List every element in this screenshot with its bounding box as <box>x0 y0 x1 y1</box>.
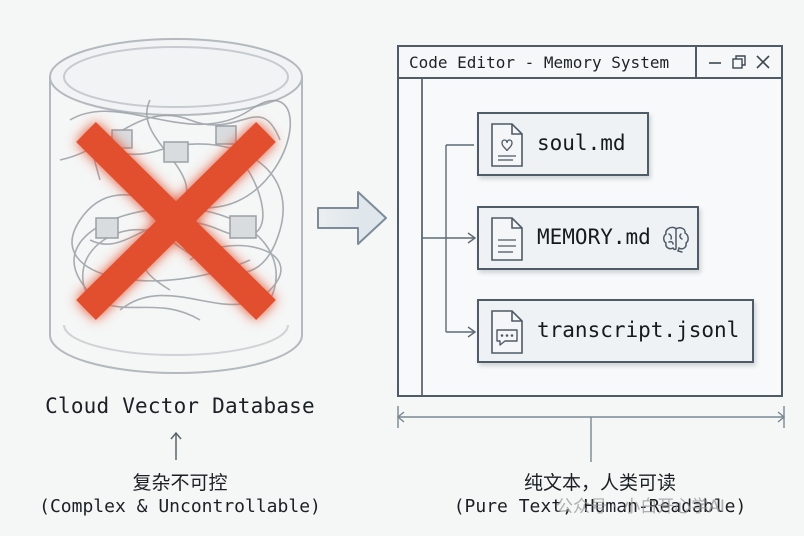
data-nodes <box>95 125 257 239</box>
cross-mark-icon <box>76 122 276 320</box>
heart-document-icon <box>491 123 523 167</box>
restore-icon[interactable] <box>731 54 747 70</box>
file-tree-connectors <box>422 144 477 338</box>
right-arrow-icon <box>317 191 387 245</box>
file-memory-md[interactable]: MEMORY.md <box>477 206 699 270</box>
file-name: soul.md <box>537 131 626 155</box>
right-caption-english: (Pure Text, Human-Readable) <box>453 496 747 517</box>
document-icon <box>491 217 523 261</box>
scope-bracket <box>396 406 786 462</box>
brain-icon <box>663 226 689 253</box>
close-icon[interactable] <box>755 54 771 70</box>
file-name: MEMORY.md <box>537 225 651 249</box>
editor-body <box>399 79 781 395</box>
database-cylinder <box>49 38 303 374</box>
vector-database-illustration <box>49 38 303 374</box>
database-title: Cloud Vector Database <box>45 394 315 418</box>
file-name: transcript.jsonl <box>537 318 740 342</box>
left-caption-chinese: 复杂不可控 <box>132 472 228 494</box>
editor-gutter-line <box>421 79 423 395</box>
window-controls <box>695 47 781 77</box>
watermark: 公众号 · 小白开心学AI <box>556 497 725 517</box>
file-transcript-jsonl[interactable]: transcript.jsonl <box>477 299 754 363</box>
chat-document-icon <box>491 310 523 354</box>
up-arrow-icon <box>170 431 182 460</box>
right-caption-chinese: 纯文本，人类可读 <box>523 472 676 494</box>
left-caption-english: (Complex & Uncontrollable) <box>39 496 321 517</box>
file-soul-md[interactable]: soul.md <box>477 112 649 176</box>
window-title: Code Editor - Memory System <box>409 53 670 72</box>
window-titlebar: Code Editor - Memory System <box>399 47 781 79</box>
minimize-icon[interactable] <box>707 54 723 70</box>
